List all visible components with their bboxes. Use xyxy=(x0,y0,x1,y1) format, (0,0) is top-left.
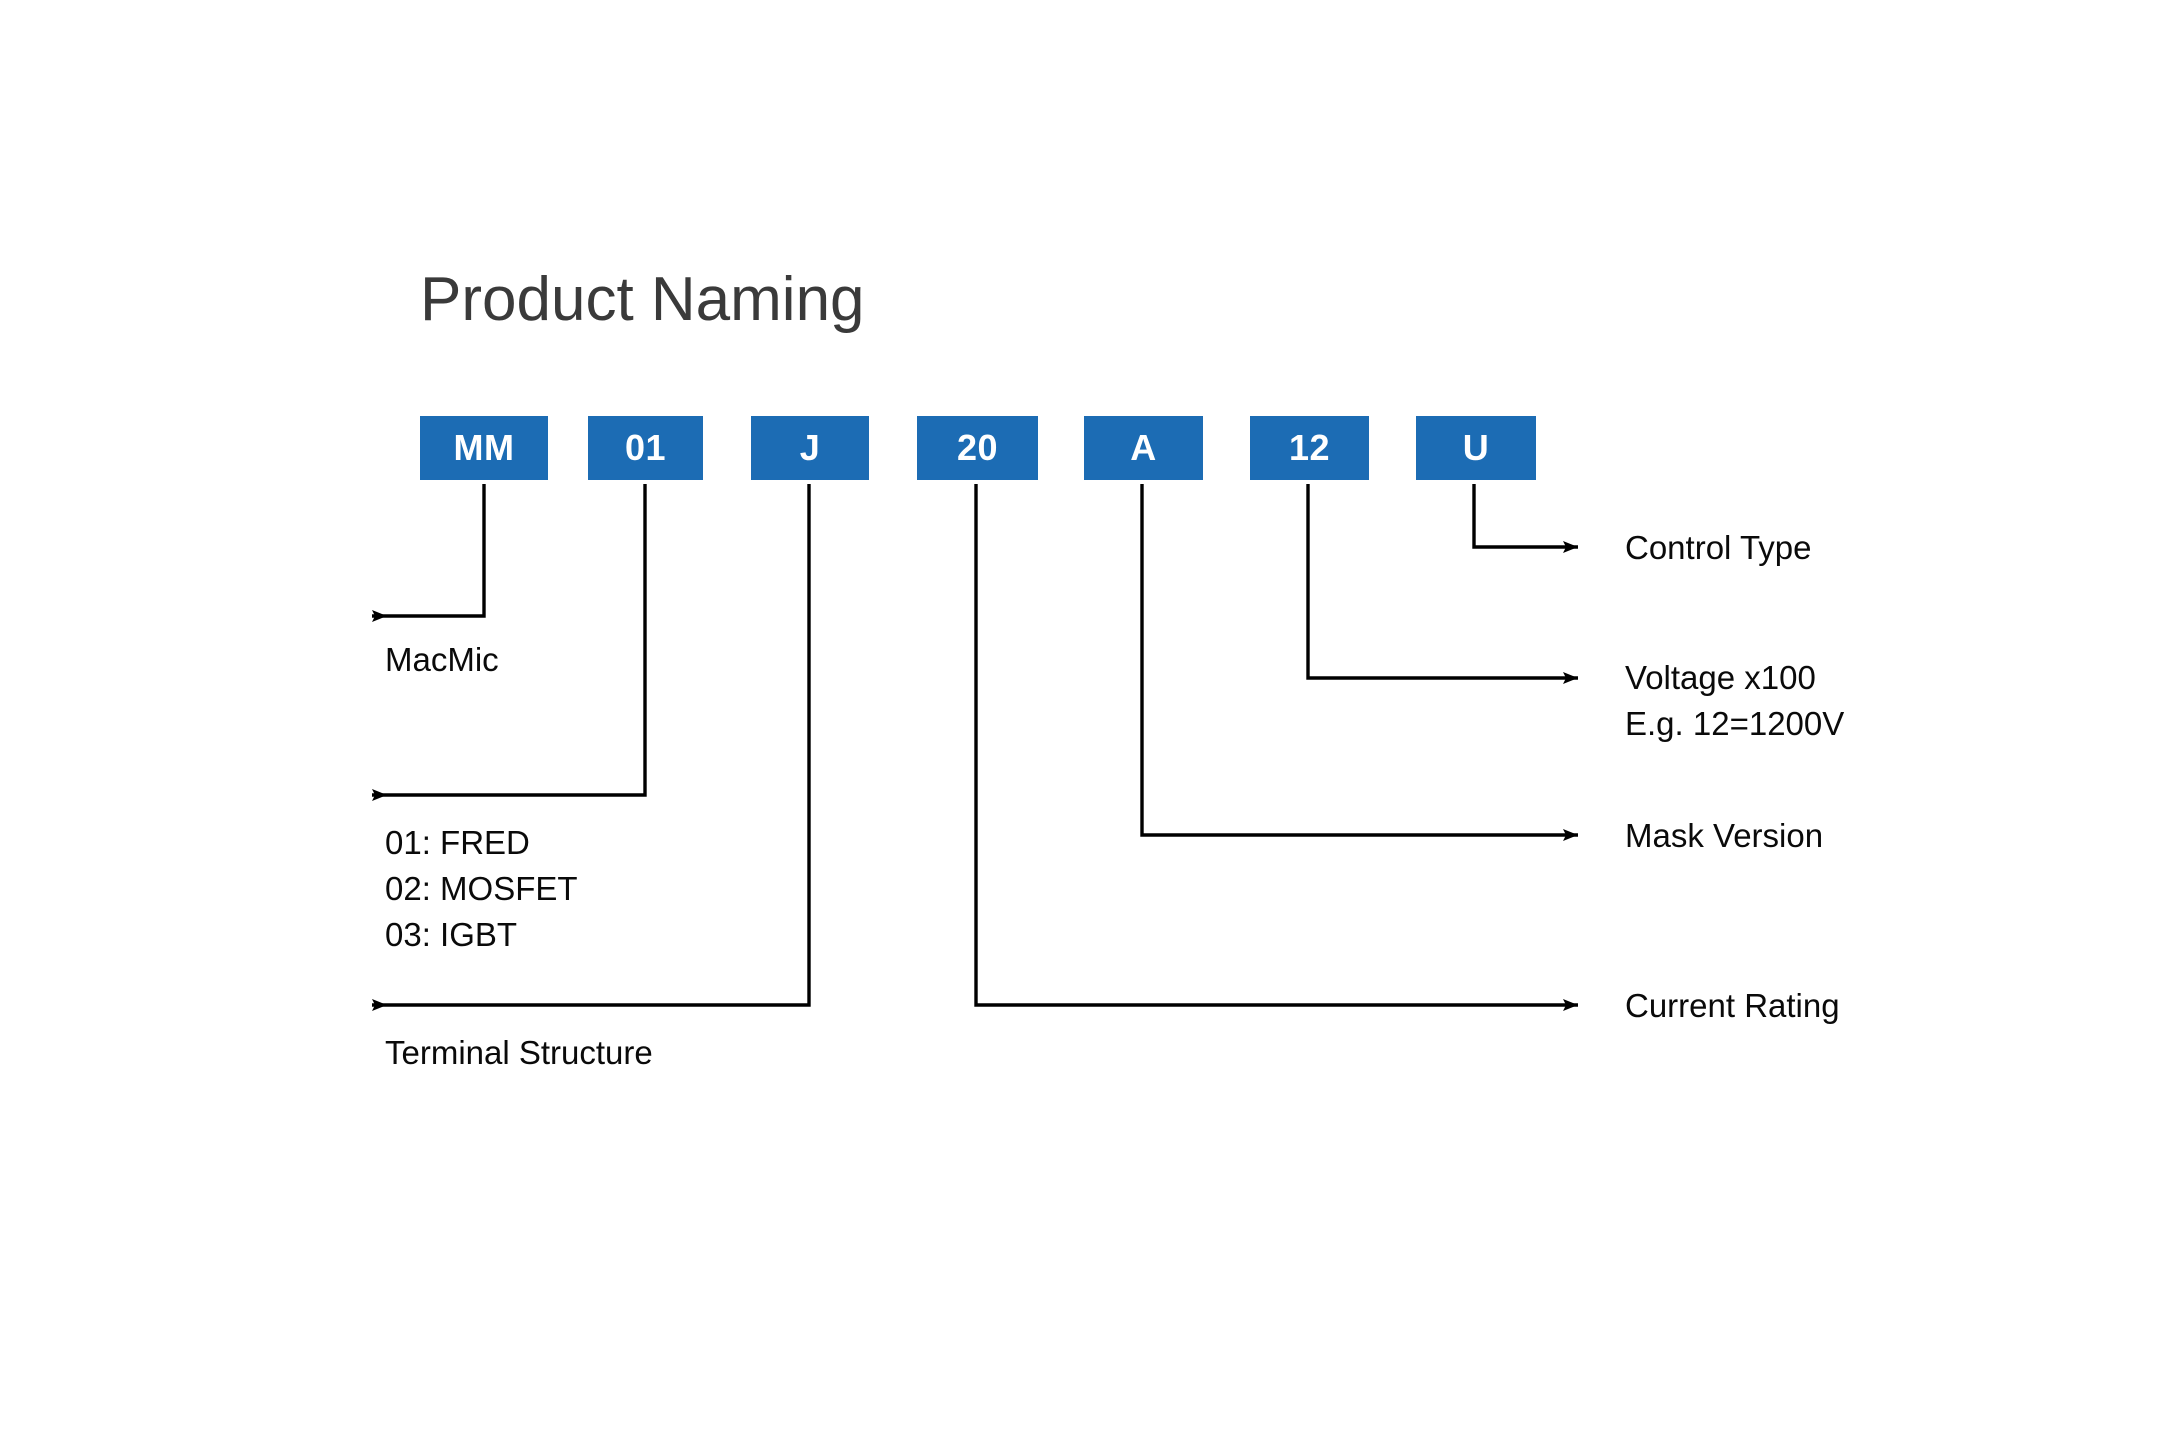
leader-mask-version xyxy=(1140,484,1578,841)
callout-device-type: 01: FRED 02: MOSFET 03: IGBT xyxy=(385,824,578,953)
callout-control-type: Control Type xyxy=(1625,529,1812,566)
leader-manufacturer xyxy=(372,484,486,622)
leader-voltage xyxy=(1306,484,1578,684)
callout-manufacturer: MacMic xyxy=(385,641,499,678)
code-box-manufacturer[interactable]: MM xyxy=(420,416,548,480)
callout-mask-version: Mask Version xyxy=(1625,817,1824,854)
leader-control-type xyxy=(1472,484,1578,553)
code-box-terminal-structure[interactable]: J xyxy=(751,416,869,480)
callout-terminal-structure: Terminal Structure xyxy=(385,1034,653,1071)
leader-terminal-structure xyxy=(372,484,811,1011)
code-box-voltage[interactable]: 12 xyxy=(1250,416,1369,480)
code-box-current-rating[interactable]: 20 xyxy=(917,416,1038,480)
code-box-mask-version[interactable]: A xyxy=(1084,416,1203,480)
callout-voltage: Voltage x100 E.g. 12=1200V xyxy=(1625,659,1845,742)
callout-current-rating: Current Rating xyxy=(1625,987,1840,1024)
leader-device-type xyxy=(372,484,647,801)
code-box-device-type[interactable]: 01 xyxy=(588,416,703,480)
code-box-control-type[interactable]: U xyxy=(1416,416,1536,480)
leader-current-rating xyxy=(974,484,1578,1011)
page-title: Product Naming xyxy=(420,265,865,334)
